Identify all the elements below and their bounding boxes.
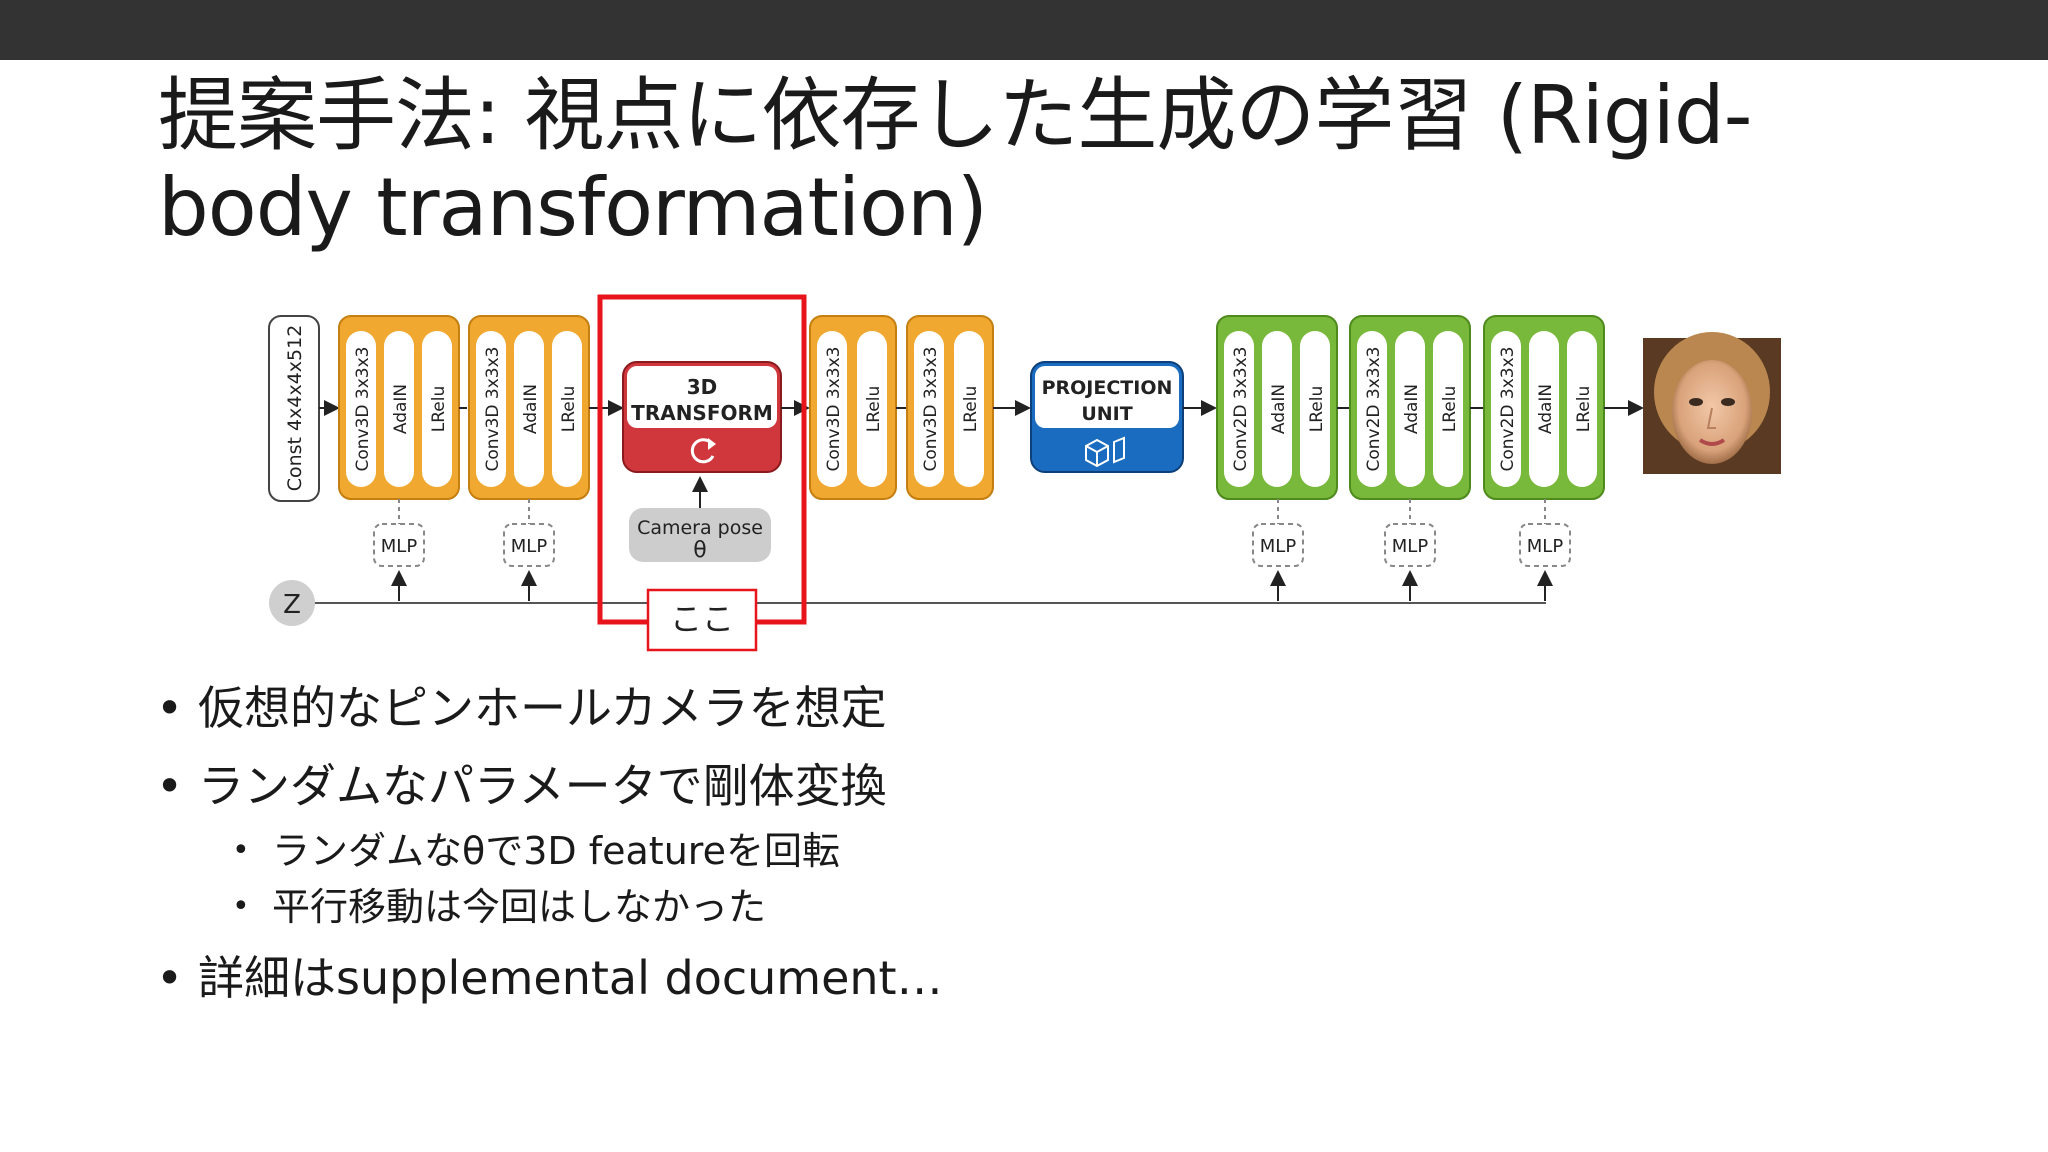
highlight-label-box <box>646 588 758 652</box>
conv2d-1-norm: AdaIN <box>1269 384 1289 434</box>
bullet-2: ランダムなパラメータで剛体変換 <box>150 758 1350 814</box>
top-bar <box>0 0 2048 60</box>
mlp-box-2 <box>503 523 555 567</box>
transform-label-2: TRANSFORM <box>631 401 773 425</box>
bullet-1: 仮想的なピンホールカメラを想定 <box>150 680 1350 736</box>
bullet-2-sub-1: ランダムなθで3D featureを回転 <box>150 826 1350 876</box>
conv3d-post-1-act: LRelu <box>864 386 884 432</box>
conv2d-2-norm: AdaIN <box>1402 384 1422 434</box>
mlp-box-4 <box>1384 523 1436 567</box>
conv2d-1-conv: Conv2D 3x3x3 <box>1231 347 1251 472</box>
camera-pose-label: Camera pose <box>637 517 763 539</box>
conv2d-2-act: LRelu <box>1440 386 1460 432</box>
projection-icon <box>1085 436 1125 468</box>
conv2d-3-act: LRelu <box>1574 386 1594 432</box>
mlp-label-3: MLP <box>1260 536 1297 557</box>
bullet-list: 仮想的なピンホールカメラを想定 ランダムなパラメータで剛体変換 ランダムなθで3… <box>150 680 1350 1028</box>
conv3d-2-conv: Conv3D 3x3x3 <box>483 347 503 472</box>
camera-theta: θ <box>693 538 706 563</box>
conv2d-1-act: LRelu <box>1307 386 1327 432</box>
mlp-label-5: MLP <box>1527 536 1564 557</box>
conv3d-2-norm: AdaIN <box>521 384 541 434</box>
conv2d-3-norm: AdaIN <box>1536 384 1556 434</box>
conv3d-1-conv: Conv3D 3x3x3 <box>353 347 373 472</box>
transform-label-1: 3D <box>687 375 718 399</box>
projection-label-2: UNIT <box>1081 403 1132 425</box>
mlp-label-4: MLP <box>1392 536 1429 557</box>
mlp-label-2: MLP <box>511 536 548 557</box>
conv2d-3-conv: Conv2D 3x3x3 <box>1498 347 1518 472</box>
conv3d-1-norm: AdaIN <box>391 384 411 434</box>
z-node <box>269 580 315 626</box>
bullet-2-sublist: ランダムなθで3D featureを回転 平行移動は今回はしなかった <box>150 826 1350 932</box>
z-label: Z <box>283 590 301 620</box>
rotate-icon <box>690 438 715 464</box>
conv3d-1-act: LRelu <box>429 386 449 432</box>
output-face-image <box>1643 332 1781 474</box>
mlp-label-1: MLP <box>381 536 418 557</box>
slide-title: 提案手法: 視点に依存した生成の学習 (Rigid-body transform… <box>158 69 1753 254</box>
highlight-label: ここ <box>670 600 734 638</box>
const-label: Const 4x4x4x512 <box>284 325 306 492</box>
camera-pose-box <box>629 508 771 562</box>
projection-label-1: PROJECTION <box>1042 377 1173 399</box>
mlp-box-3 <box>1252 523 1304 567</box>
bullet-3: 詳細はsupplemental document… <box>150 950 1350 1006</box>
conv2d-2-conv: Conv2D 3x3x3 <box>1364 347 1384 472</box>
mlp-box-1 <box>373 523 425 567</box>
conv3d-2-act: LRelu <box>559 386 579 432</box>
bullet-2-sub-2: 平行移動は今回はしなかった <box>150 882 1350 932</box>
mlp-box-5 <box>1519 523 1571 567</box>
conv3d-post-1-conv: Conv3D 3x3x3 <box>824 347 844 472</box>
conv3d-post-2-conv: Conv3D 3x3x3 <box>921 347 941 472</box>
conv3d-post-2-act: LRelu <box>961 386 981 432</box>
